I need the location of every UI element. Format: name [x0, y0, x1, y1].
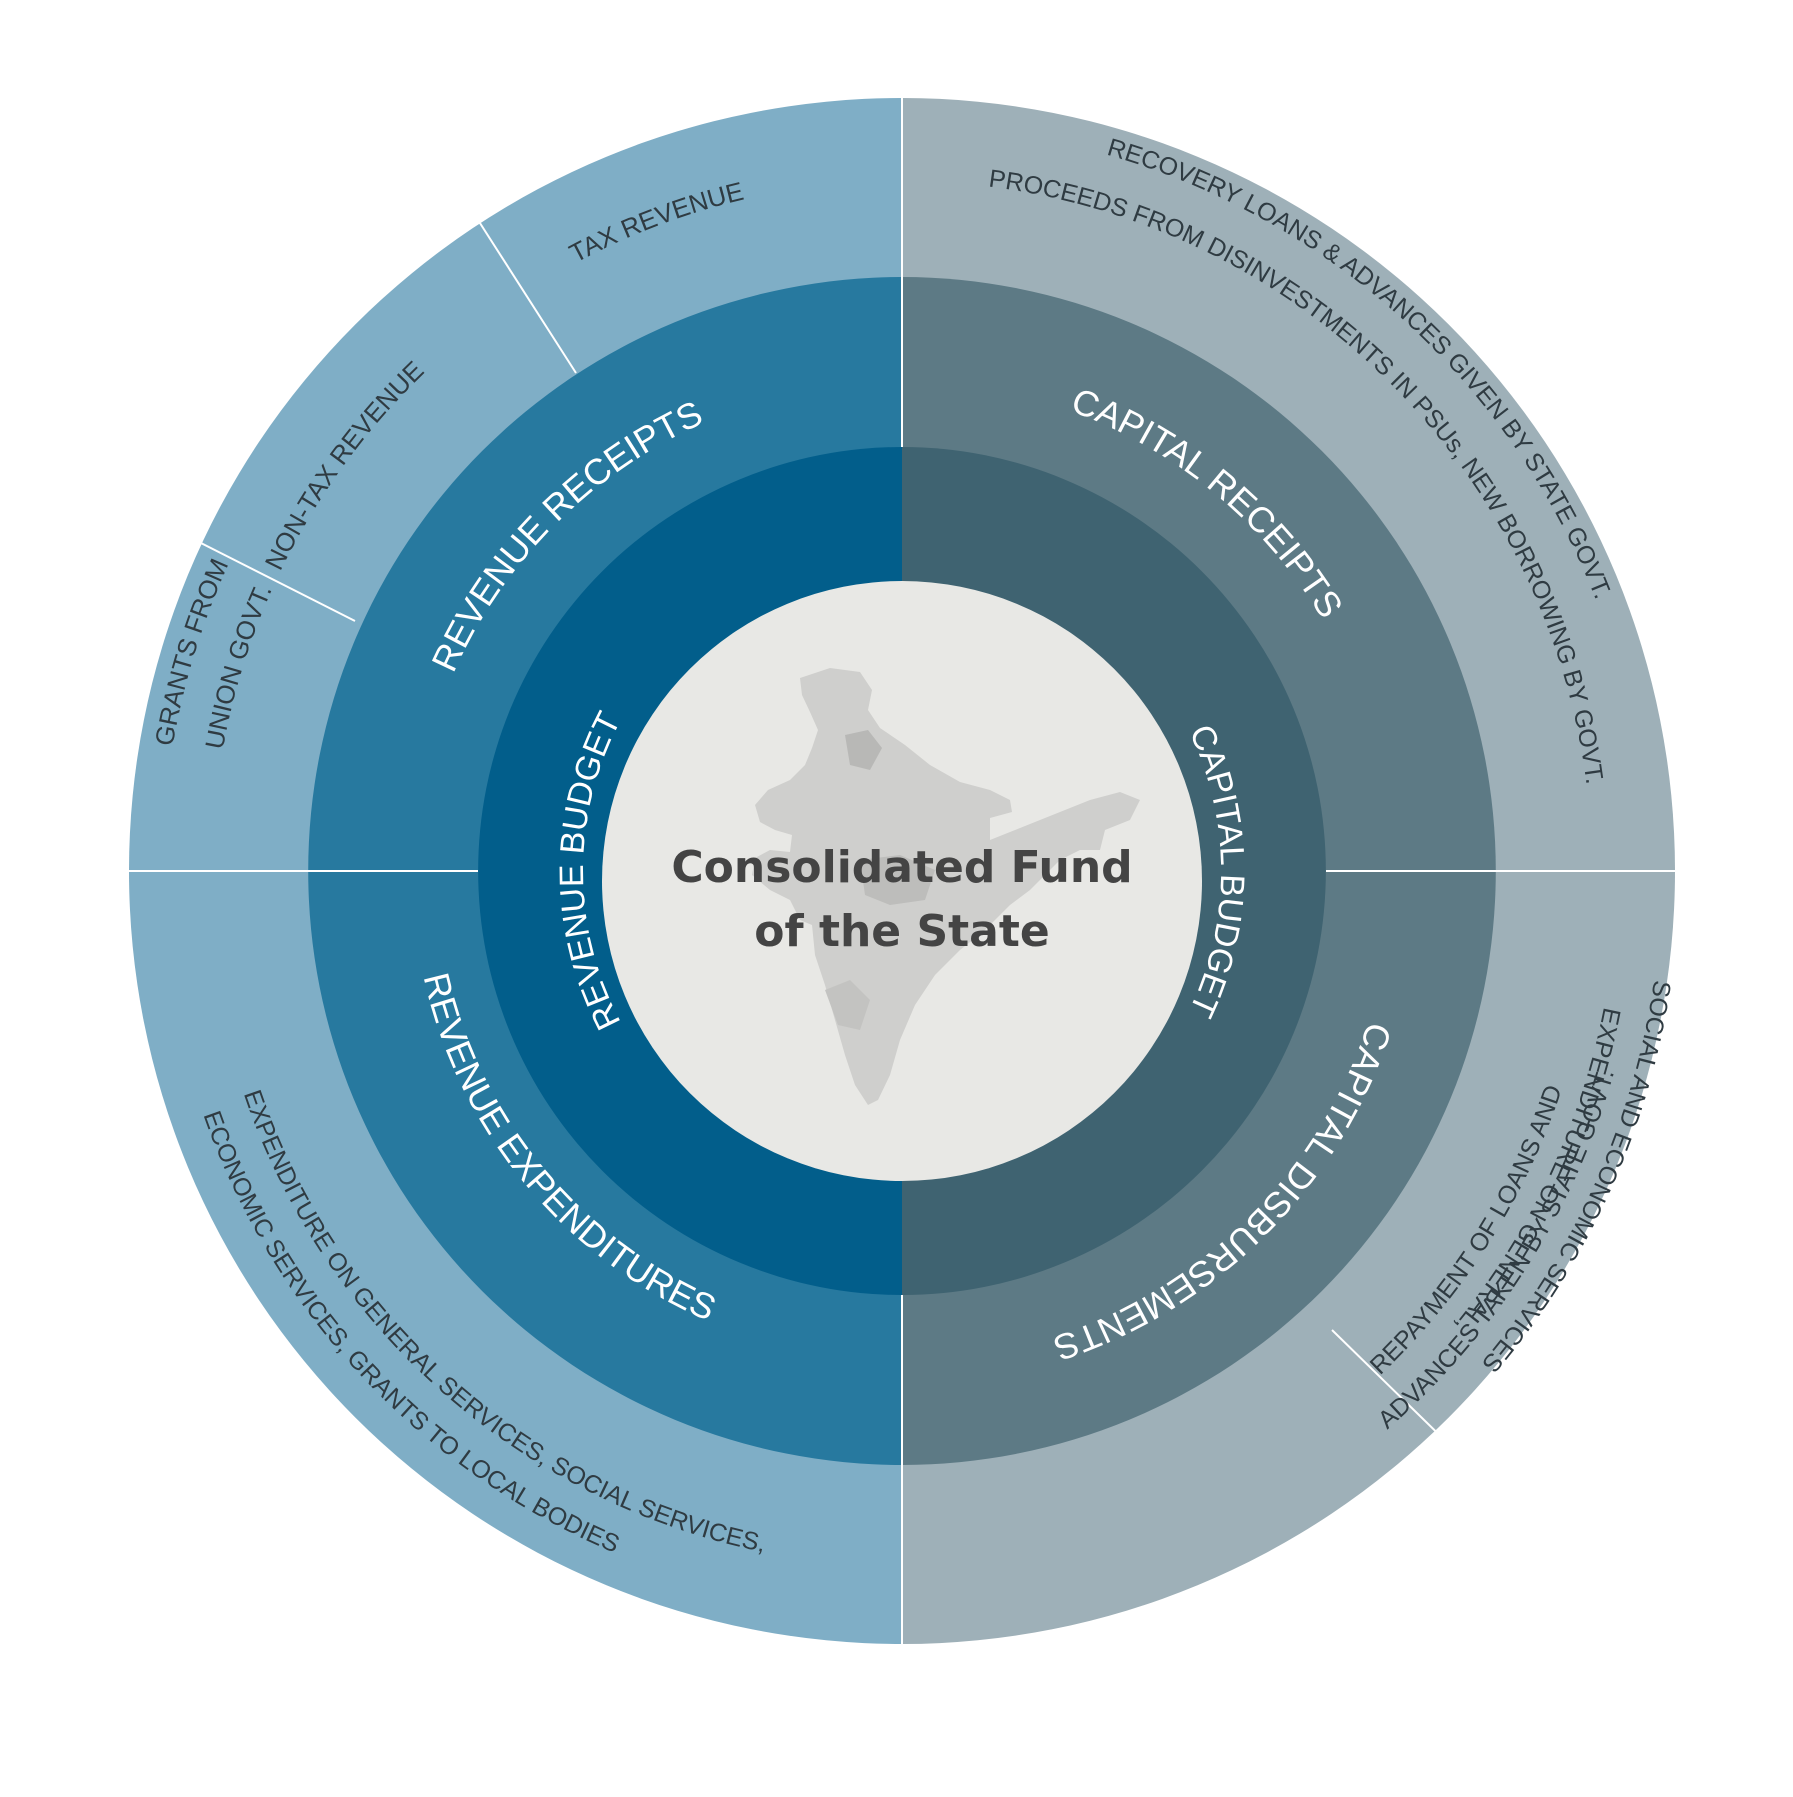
center-title-line1: Consolidated Fund	[671, 842, 1132, 893]
outer-ring-dividers	[112, 98, 1700, 1644]
center-title-line2: of the State	[754, 906, 1050, 957]
india-map-icon	[752, 668, 1140, 1105]
